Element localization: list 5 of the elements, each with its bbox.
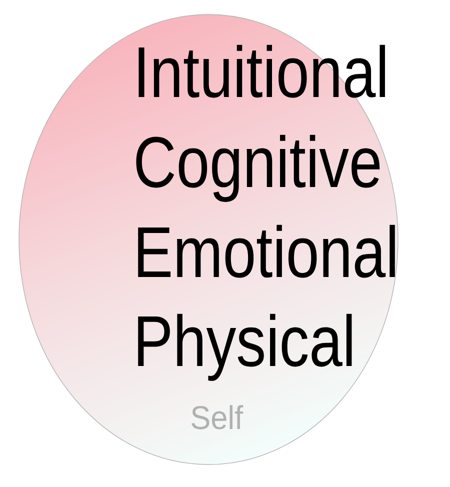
- category-word: Intuitional: [138, 44, 385, 98]
- ellipse-caption: Self: [192, 405, 244, 430]
- category-word: Cognitive: [136, 134, 380, 202]
- category-word: Emotional: [138, 224, 395, 278]
- category-word: Physical: [138, 314, 352, 381]
